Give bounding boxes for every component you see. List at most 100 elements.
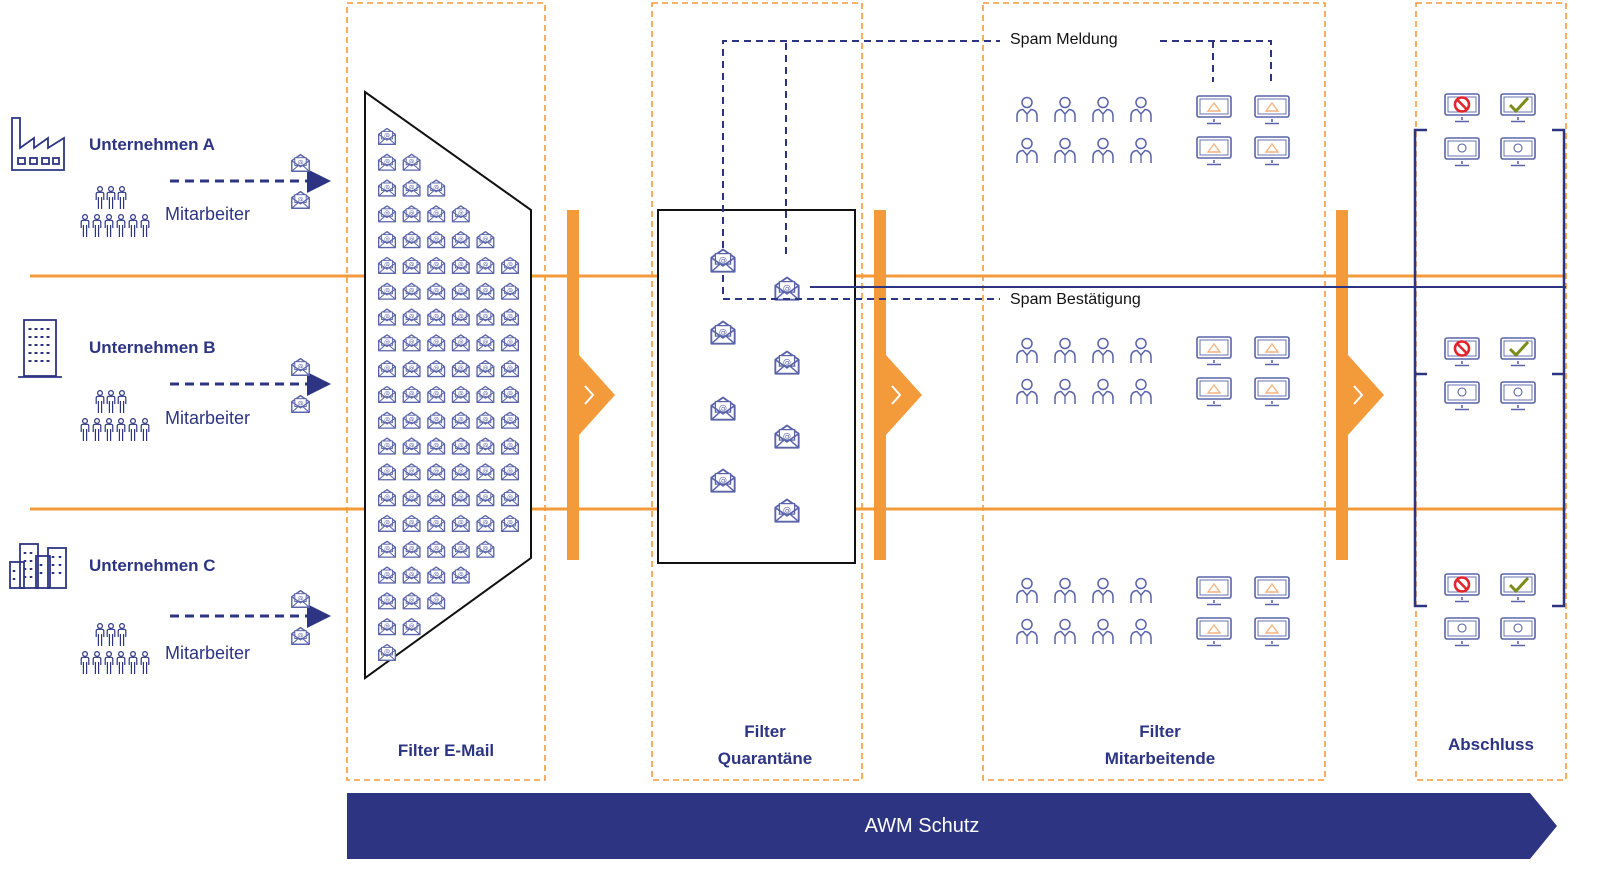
envelope-at-icon xyxy=(291,190,310,209)
stage-title-employees: Filter Mitarbeitende xyxy=(983,718,1337,772)
monitor-warning-icon xyxy=(1254,617,1290,647)
person-icon xyxy=(1092,378,1114,405)
monitor-warning-icon xyxy=(1254,136,1290,166)
person-icon xyxy=(1016,577,1038,604)
employee-mini-icon xyxy=(140,651,150,675)
employee-mini-icon xyxy=(92,651,102,675)
blocked-slash xyxy=(1456,578,1468,591)
employee-mini-icon xyxy=(104,651,114,675)
monitor-warning-icon xyxy=(1196,336,1232,366)
company-c-staff-label: Mitarbeiter xyxy=(165,643,251,663)
employee-mini-icon xyxy=(140,214,150,238)
monitor-badge xyxy=(1457,387,1467,397)
stage-title-email-filter-text: Filter E-Mail xyxy=(397,741,495,760)
company-c-name: Unternehmen C xyxy=(89,556,216,575)
spam-report-label: Spam Meldung xyxy=(1006,31,1122,49)
employee-mini-icon xyxy=(116,418,126,442)
gate-bar xyxy=(567,210,579,560)
company-b-name: Unternehmen B xyxy=(89,338,216,357)
chevron-right-icon xyxy=(891,385,902,405)
staff-groups xyxy=(80,153,331,675)
stage-title-email-filter: Filter E-Mail xyxy=(347,737,545,764)
monitor-warning-icon xyxy=(1254,377,1290,407)
person-icon xyxy=(1016,96,1038,123)
blocked-sign-icon xyxy=(1453,96,1471,113)
spam-confirmation-label: Spam Bestätigung xyxy=(1006,291,1145,309)
employee-mini-icon xyxy=(80,214,90,238)
monitor-warning-icon xyxy=(1196,377,1232,407)
monitor-badge xyxy=(1513,623,1523,633)
quarantine-box xyxy=(657,209,856,564)
gate-bar xyxy=(1336,210,1348,560)
person-icon xyxy=(1130,577,1152,604)
warning-envelope-icon xyxy=(1264,383,1280,394)
spam-report-path-right xyxy=(1160,40,1272,82)
warning-envelope-icon xyxy=(1264,101,1280,112)
employee-mini-icon xyxy=(128,651,138,675)
person-icon xyxy=(1092,337,1114,364)
gate-bar xyxy=(874,210,886,560)
monitor-badge xyxy=(1457,143,1467,153)
person-icon xyxy=(1054,378,1076,405)
warning-envelope-icon xyxy=(1264,342,1280,353)
monitor-warning-icon xyxy=(1196,136,1232,166)
envelope-at-icon xyxy=(291,357,310,376)
stage-gates xyxy=(567,210,1384,560)
employee-mini-icon xyxy=(117,186,127,210)
check-monitor-icon xyxy=(1508,96,1530,114)
awm-protection-label: AWM Schutz xyxy=(864,815,980,837)
employee-mini-icon xyxy=(117,390,127,414)
monitor-warning-icon xyxy=(1196,617,1232,647)
stage-title-quarantine: Filter Quarantäne xyxy=(652,718,878,772)
closing-monitors xyxy=(1444,93,1536,647)
company-a-name: Unternehmen A xyxy=(89,135,215,154)
check-monitor-icon xyxy=(1508,576,1530,594)
employee-mini-icon xyxy=(128,418,138,442)
stage-frame-email-filter xyxy=(346,2,546,781)
blocked-sign-icon xyxy=(1453,340,1471,357)
awm-protection-banner xyxy=(347,793,1557,859)
employee-mini-icon xyxy=(106,390,116,414)
employee-mini-icon xyxy=(104,214,114,238)
person-icon xyxy=(1054,618,1076,645)
person-icon xyxy=(1130,618,1152,645)
employee-mini-icon xyxy=(92,214,102,238)
person-icon xyxy=(1092,577,1114,604)
stage-title-employees-line2: Mitarbeitende xyxy=(1104,749,1216,768)
closing-bracket-left xyxy=(1413,128,1427,608)
employee-mini-icon xyxy=(106,186,116,210)
employee-groups xyxy=(1016,95,1290,647)
factory-icon xyxy=(11,117,65,171)
chevron-right-icon xyxy=(584,385,595,405)
city-buildings-icon xyxy=(9,543,67,589)
warning-envelope-icon xyxy=(1206,582,1222,593)
stage-frame-quarantine xyxy=(651,2,863,781)
person-icon xyxy=(1016,337,1038,364)
spam-confirmation-path xyxy=(722,275,1000,300)
stage-title-employees-line1: Filter xyxy=(1139,722,1181,741)
monitor-warning-icon xyxy=(1196,95,1232,125)
monitor-warning-icon xyxy=(1254,336,1290,366)
employee-mini-icon xyxy=(117,623,127,647)
employee-mini-icon xyxy=(92,418,102,442)
employee-mini-icon xyxy=(95,390,105,414)
stage-title-closing-text: Abschluss xyxy=(1448,735,1534,754)
employee-mini-icon xyxy=(128,214,138,238)
stage-frame-employees xyxy=(982,2,1326,781)
employee-mini-icon xyxy=(104,418,114,442)
check-monitor-icon xyxy=(1508,340,1530,358)
warning-envelope-icon xyxy=(1264,582,1280,593)
closing-bracket-right xyxy=(1552,128,1566,608)
person-icon xyxy=(1130,96,1152,123)
office-building-icon xyxy=(18,319,62,378)
employee-mini-icon xyxy=(95,623,105,647)
envelope-at-icon xyxy=(291,626,310,645)
employee-mini-icon xyxy=(116,214,126,238)
company-a-staff-label: Mitarbeiter xyxy=(165,204,251,224)
warning-envelope-icon xyxy=(1264,142,1280,153)
blocked-sign-icon xyxy=(1453,576,1471,593)
person-icon xyxy=(1092,618,1114,645)
employee-mini-icon xyxy=(140,418,150,442)
